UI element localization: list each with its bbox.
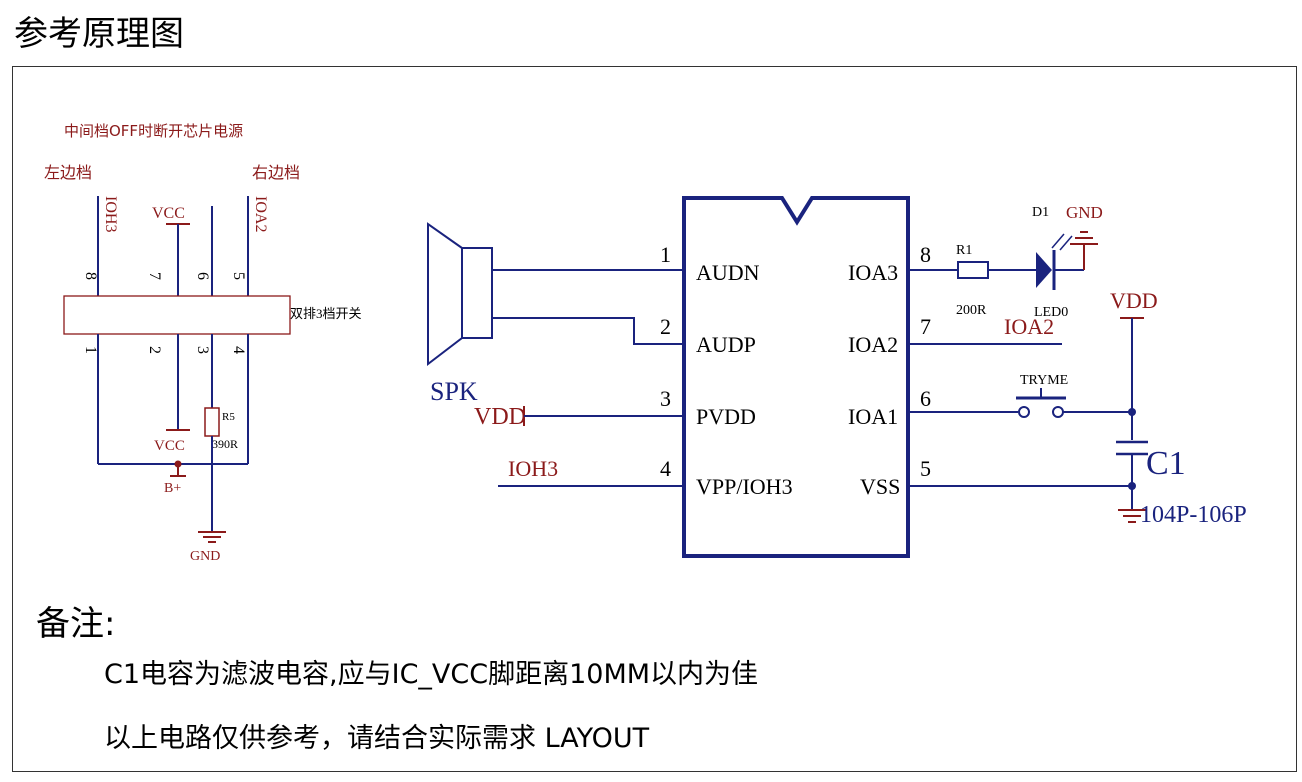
ic-pin-3-num: 3 xyxy=(660,386,671,411)
ic-pin-7-name: IOA2 xyxy=(848,332,898,357)
net-label-bplus: B+ xyxy=(164,481,181,496)
speaker-symbol xyxy=(427,222,493,367)
ic-pin-6-name: IOA1 xyxy=(848,404,898,429)
d1-ref: D1 xyxy=(1032,205,1049,220)
gnd-symbol-c1 xyxy=(1118,509,1146,523)
switch-pin-5: 5 xyxy=(230,272,247,280)
ic-pin-4-num: 4 xyxy=(660,456,671,481)
notes-title: 备注: xyxy=(36,604,116,644)
ic-pin-2-num: 2 xyxy=(660,314,671,339)
note-line-1: C1电容为滤波电容,应与IC_VCC脚距离10MM以内为佳 xyxy=(104,659,759,690)
ic-pin-8-num: 8 xyxy=(920,242,931,267)
net-label-vcc-top: VCC xyxy=(152,205,185,222)
switch-pin-4: 4 xyxy=(230,346,247,354)
gnd-symbol-left xyxy=(198,531,226,543)
net-label-ioa2: IOA2 xyxy=(252,196,269,232)
d1-value: LED0 xyxy=(1034,305,1068,320)
page-title: 参考原理图 xyxy=(14,14,184,54)
ic-pin-4-name: VPP/IOH3 xyxy=(696,474,793,499)
switch-pin-8: 8 xyxy=(82,272,99,280)
tryme-button xyxy=(1016,388,1066,418)
ic-pin-3-name: PVDD xyxy=(696,404,756,429)
net-label-vcc-bottom: VCC xyxy=(154,438,185,454)
gnd-symbol-led xyxy=(1070,231,1098,245)
ic-pin-8-name: IOA3 xyxy=(848,260,898,285)
net-label-gnd-led: GND xyxy=(1066,203,1103,222)
schematic-frame xyxy=(12,66,1297,772)
spk-to-audp-wire xyxy=(492,317,684,345)
net-label-ioh3-left: IOH3 xyxy=(508,456,558,481)
ic-pin-1-name: AUDN xyxy=(696,260,760,285)
r1-resistor xyxy=(957,261,989,279)
tryme-label: TRYME xyxy=(1020,373,1068,388)
switch-pin-1: 1 xyxy=(82,346,99,354)
switch-pin-2: 2 xyxy=(146,346,163,354)
vss-junction xyxy=(1128,482,1136,490)
note-line-2: 以上电路仅供参考，请结合实际需求 LAYOUT xyxy=(104,723,650,754)
switch-header: 中间档OFF时断开芯片电源 xyxy=(64,122,243,140)
speaker-label: SPK xyxy=(430,377,478,406)
switch-pin-3: 3 xyxy=(194,346,211,354)
switch-body xyxy=(63,295,291,335)
right-position-label: 右边档 xyxy=(252,163,300,182)
r5-value: 390R xyxy=(212,437,238,451)
switch-pin-7: 7 xyxy=(146,272,163,280)
c1-ref: C1 xyxy=(1146,445,1186,482)
ic-pin-7-num: 7 xyxy=(920,314,931,339)
net-label-vdd-right: VDD xyxy=(1110,288,1158,313)
r5-resistor xyxy=(204,407,220,437)
c1-value: 104P-106P xyxy=(1140,502,1247,528)
net-label-vdd-left: VDD xyxy=(474,404,526,430)
ic-body xyxy=(682,196,910,558)
led-d1-symbol xyxy=(1036,233,1073,290)
r1-ref: R1 xyxy=(956,243,972,258)
net-label-ioh3: IOH3 xyxy=(102,196,119,232)
net-label-gnd-left: GND xyxy=(190,549,220,564)
ic-pin-6-num: 6 xyxy=(920,386,931,411)
ic-pin-5-name: VSS xyxy=(860,474,900,499)
switch-body-label: 双排3档开关 xyxy=(290,306,362,321)
c1-capacitor xyxy=(1116,440,1148,456)
switch-pin-6: 6 xyxy=(194,272,211,280)
r5-ref: R5 xyxy=(222,411,235,423)
ic-pin-1-num: 1 xyxy=(660,242,671,267)
r1-value: 200R xyxy=(956,303,987,318)
vdd-junction xyxy=(1128,408,1136,416)
ic-pin-5-num: 5 xyxy=(920,456,931,481)
net-label-ioa2-right: IOA2 xyxy=(1004,314,1054,339)
ic-pin-2-name: AUDP xyxy=(696,332,756,357)
left-position-label: 左边档 xyxy=(44,163,92,182)
